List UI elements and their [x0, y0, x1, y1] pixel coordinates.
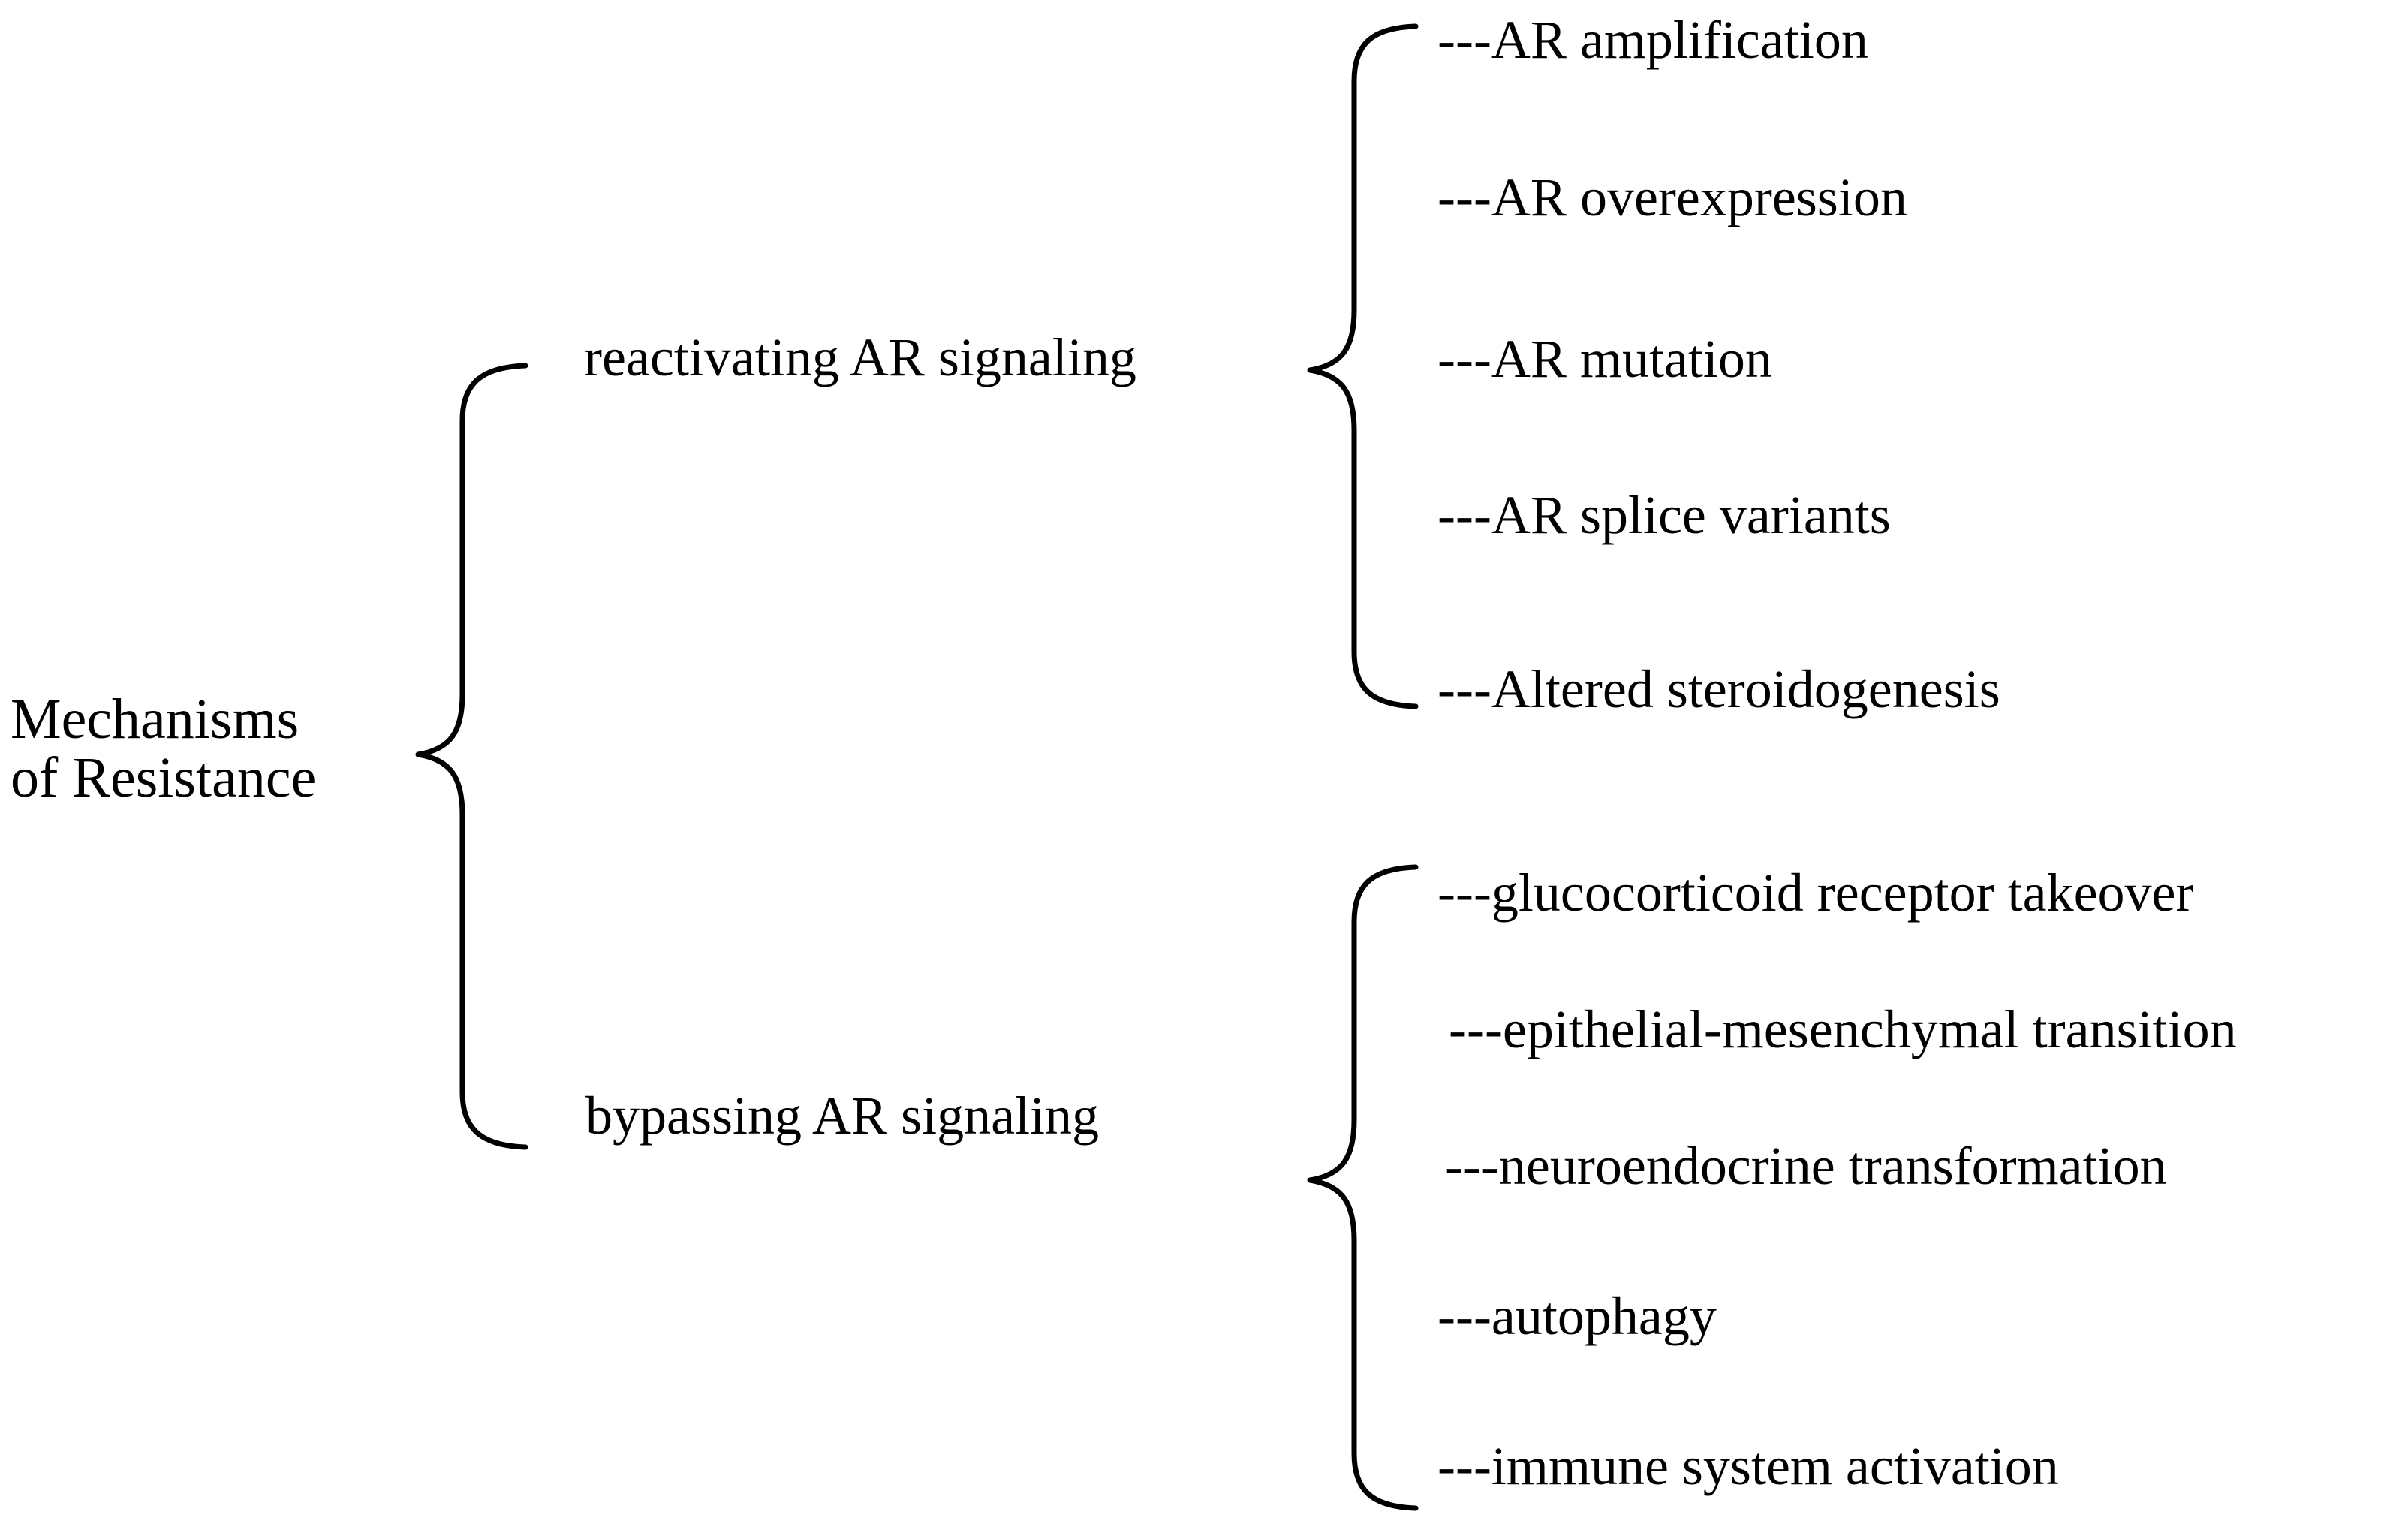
root-brace: [415, 363, 528, 1150]
leaf-item-immune-system-activation: ---immune system activation: [1437, 1436, 2059, 1496]
branch-brace-reactivating: [1307, 23, 1419, 709]
branch-label-reactivating-ar-signaling: reactivating AR signaling: [584, 327, 1136, 387]
leaf-item-glucocorticoid-receptor-takeover: ---glucocorticoid receptor takeover: [1437, 863, 2194, 923]
leaf-item-ar-overexpression: ---AR overexpression: [1437, 167, 1907, 227]
leaf-item-altered-steroidogenesis: ---Altered steroidogenesis: [1437, 659, 2000, 719]
leaf-item-ar-amplification: ---AR amplification: [1437, 10, 1868, 70]
leaf-item-neuroendocrine-transformation: ---neuroendocrine transformation: [1445, 1136, 2167, 1196]
leaf-item-ar-mutation: ---AR mutation: [1437, 329, 1772, 389]
root-node-line-2: of Resistance: [11, 745, 317, 809]
leaf-item-epithelial-mesenchymal-transition: ---epithelial-mesenchymal transition: [1449, 999, 2237, 1059]
leaf-item-autophagy: ---autophagy: [1437, 1286, 1717, 1346]
root-node-label: Mechanisms of Resistance: [11, 688, 317, 809]
leaf-item-ar-splice-variants: ---AR splice variants: [1437, 485, 1891, 545]
branch-label-bypassing-ar-signaling: bypassing AR signaling: [585, 1086, 1100, 1146]
root-node-line-1: Mechanisms: [11, 688, 299, 751]
branch-brace-bypassing: [1307, 864, 1419, 1511]
